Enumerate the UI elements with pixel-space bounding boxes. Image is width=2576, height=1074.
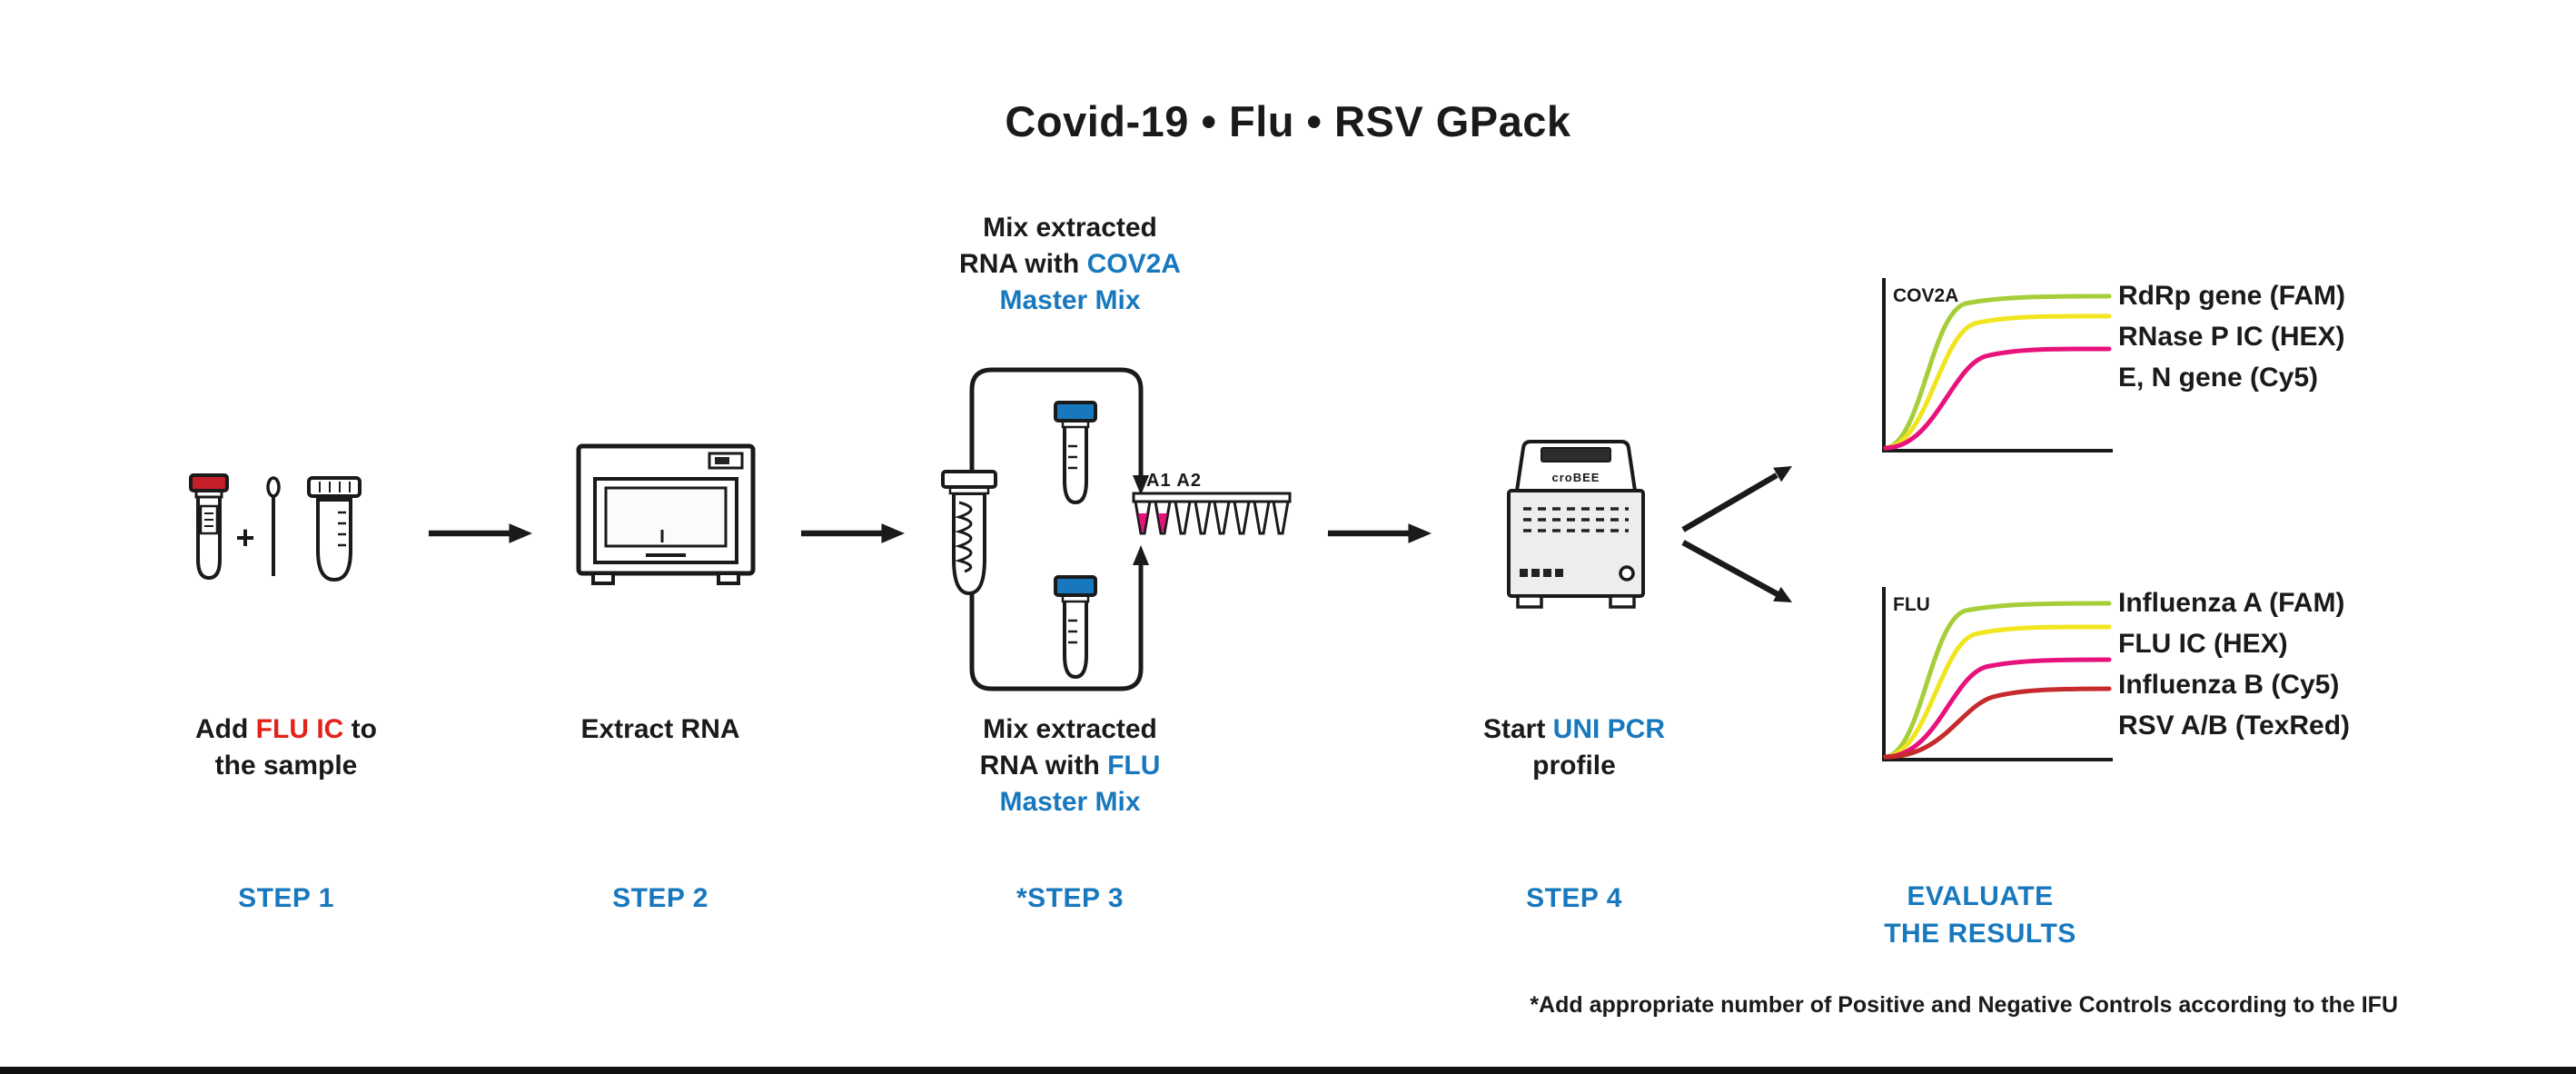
caption-line: the sample	[214, 751, 358, 781]
bottom-border	[0, 1067, 2576, 1074]
evaluate-label: EVALUATE THE RESULTS	[1884, 878, 2076, 952]
step1-icons: +	[189, 473, 362, 582]
legend-item: RNase P IC (HEX)	[2118, 322, 2345, 352]
well-liquid	[1138, 513, 1147, 532]
caption-text: Add	[195, 714, 256, 744]
caption-highlight: UNI PCR	[1552, 714, 1666, 744]
chart-axes	[1882, 278, 2113, 452]
caption-line: profile	[1532, 751, 1616, 781]
step1-label: STEP 1	[238, 883, 334, 913]
flu-legend: Influenza A (FAM) FLU IC (HEX) Influenza…	[2118, 582, 2350, 746]
page-title: Covid-19 • Flu • RSV GPack	[1005, 97, 1571, 145]
curve-influenza-a-fam	[1883, 601, 2112, 760]
cov2a-mastermix-tube-icon	[1054, 401, 1097, 505]
caption-line: Mix extracted	[983, 213, 1157, 243]
legend-item: E, N gene (Cy5)	[2118, 363, 2319, 393]
caption-highlight: FLU IC	[255, 714, 344, 744]
plus-sign: +	[235, 519, 254, 556]
legend-item: Influenza A (FAM)	[2118, 588, 2345, 618]
footnote: *Add appropriate number of Positive and …	[1530, 992, 2398, 1018]
evaluate-label-line2: THE RESULTS	[1884, 919, 2076, 949]
legend-item: FLU IC (HEX)	[2118, 629, 2288, 659]
foot	[1609, 594, 1636, 609]
step4-label: STEP 4	[1526, 883, 1622, 913]
cov2a-legend: RdRp gene (FAM) RNase P IC (HEX) E, N ge…	[2118, 275, 2345, 398]
caption-text: to	[343, 714, 377, 744]
workflow-arrow-icon	[428, 523, 533, 543]
step4-caption: Start UNI PCR profile	[1483, 711, 1665, 784]
swab-icon	[266, 476, 281, 576]
thermocycler-icon: croBEE	[1507, 440, 1645, 609]
curve-rdrp-fam	[1883, 293, 2112, 451]
caption-text: RNA with	[979, 751, 1108, 781]
flu-ic-tube-icon	[189, 473, 229, 581]
caption-highlight: COV2A	[1086, 249, 1181, 279]
curve-flu-ic-hex	[1883, 624, 2112, 760]
step3-label: *STEP 3	[1016, 883, 1125, 913]
legend-item: RdRp gene (FAM)	[2118, 281, 2345, 311]
caption-text: Start	[1482, 714, 1553, 744]
chart-title: FLU	[1893, 594, 1930, 615]
workflow-arrow-icon	[1327, 523, 1432, 543]
evaluate-label-line1: EVALUATE	[1907, 881, 2054, 911]
caption-line: Master Mix	[999, 285, 1141, 315]
curve-en-cy5	[1883, 346, 2112, 451]
legend-item: RSV A/B (TexRed)	[2118, 711, 2351, 741]
legend-item: Influenza B (Cy5)	[2118, 670, 2340, 700]
caption-line: Start UNI PCR	[1483, 711, 1665, 748]
chart-title: COV2A	[1893, 285, 1958, 306]
strip-well-label: A1 A2	[1146, 471, 1202, 491]
caption-line: Mix extracted	[983, 714, 1157, 744]
well-liquid	[1158, 513, 1167, 532]
caption-line: RNA with FLU	[980, 748, 1161, 784]
caption-line: Add FLU IC to	[195, 711, 377, 748]
pcr-strip-icon	[1132, 492, 1292, 535]
curve-rnasep-hex	[1883, 313, 2112, 451]
step3-icons	[941, 367, 1292, 691]
sample-tube-icon	[307, 476, 362, 582]
power-button-icon	[1619, 565, 1635, 582]
caption-text: RNA with	[959, 249, 1087, 279]
result-fan-arrows-icon	[1681, 466, 1792, 602]
step2-label: STEP 2	[612, 883, 708, 913]
flu-mastermix-tube-icon	[1054, 575, 1097, 680]
step2-caption: Extract RNA	[580, 714, 740, 744]
caption-highlight: FLU	[1107, 751, 1161, 781]
caption-line: RNA with COV2A	[959, 246, 1181, 283]
workflow-arrow-icon	[800, 523, 906, 543]
step1-caption: Add FLU IC to the sample	[195, 711, 377, 784]
extraction-instrument-icon	[576, 443, 756, 585]
curve-influenza-b-cy5	[1883, 657, 2112, 760]
cov2a-amplification-chart: COV2A	[1882, 278, 2113, 452]
vent-lines	[1523, 507, 1629, 532]
step3-top-caption: Mix extracted RNA with COV2A Master Mix	[959, 210, 1181, 319]
chart-axes	[1882, 587, 2113, 761]
curve-rsv-texred	[1883, 686, 2112, 760]
caption-line: Master Mix	[999, 787, 1141, 817]
flu-amplification-chart: FLU	[1882, 587, 2113, 761]
step3-bottom-caption: Mix extracted RNA with FLU Master Mix	[980, 711, 1161, 820]
thermocycler-brand-label: croBEE	[1552, 471, 1600, 484]
foot	[1516, 594, 1543, 609]
extracted-rna-tube-icon	[941, 470, 997, 596]
status-lights	[1520, 569, 1563, 577]
